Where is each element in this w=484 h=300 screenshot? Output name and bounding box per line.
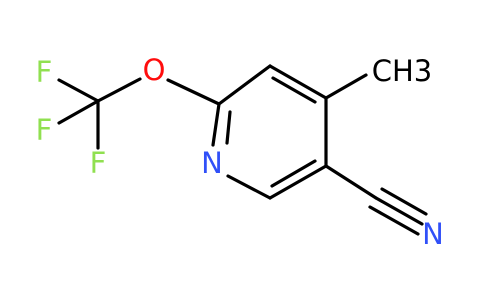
bond-c5-cn [324, 164, 378, 200]
atom-n-ring: N [201, 146, 223, 180]
atom-n-nitrile: N [422, 217, 444, 251]
bond-c3-c4 [268, 64, 328, 100]
atom-f3: F [90, 146, 107, 180]
bond-c6-n [226, 174, 272, 200]
bond-cn-triple-1 [374, 196, 424, 226]
bond-n-c2 [211, 102, 221, 147]
bond-c5-c6 [268, 164, 328, 200]
bond-c2-c3 [217, 64, 272, 106]
bond-cn-triple-2 [380, 187, 428, 216]
bond-c5-c6-inner [270, 159, 317, 188]
nitrile-group [324, 164, 428, 236]
atom-f2: F [36, 113, 53, 147]
atom-ch3: CH3 [372, 54, 433, 88]
bond-c4-ch3 [324, 73, 368, 100]
bond-cn-triple-3 [368, 205, 420, 236]
bond-o-cf3 [96, 77, 142, 103]
bond-n-c2-inner [225, 110, 232, 145]
bond-cf3-f2 [57, 99, 100, 125]
pyridine-ring [211, 64, 328, 200]
bond-c2-o [166, 78, 221, 106]
bond-cf3-f1 [57, 78, 100, 103]
atom-f1: F [36, 55, 53, 89]
bond-c3-c4-inner [271, 76, 317, 104]
atom-o: O [143, 53, 166, 87]
